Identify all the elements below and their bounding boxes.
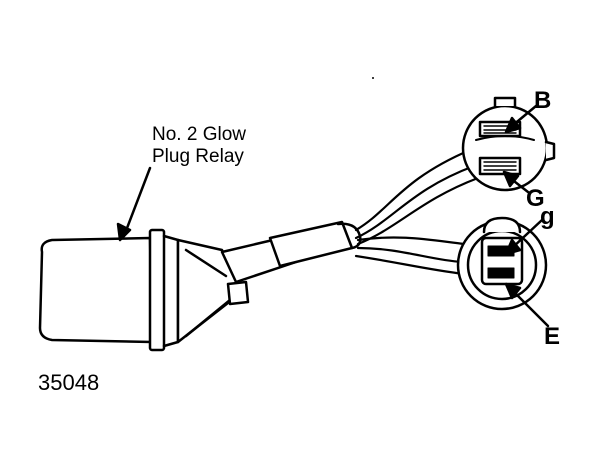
- e-arrowhead: [504, 282, 522, 300]
- terminal-e: [487, 267, 515, 279]
- e-leader-arrow: [510, 288, 550, 328]
- terminal-label-b: B: [534, 87, 552, 114]
- lower-connector: [456, 216, 548, 311]
- upper-connector: [461, 96, 556, 192]
- g-lower-leader-arrow: [510, 218, 544, 250]
- relay-title-line1: No. 2 Glow: [152, 124, 246, 145]
- g-upper-arrowhead: [502, 170, 520, 188]
- terminal-label-g-upper: G: [526, 185, 545, 212]
- terminal-label-g-lower: g: [540, 203, 555, 230]
- relay-leader-arrow: [122, 166, 152, 238]
- b-arrowhead: [504, 116, 522, 134]
- terminal-label-e: E: [544, 323, 561, 350]
- relay-arrowhead: [116, 222, 132, 242]
- wires-upper-connector: [354, 148, 480, 246]
- stray-dot: [372, 77, 374, 79]
- terminal-b: [475, 120, 535, 141]
- relay-body: [38, 228, 250, 352]
- wires-lower-connector: [354, 236, 466, 276]
- leader-arrows: [116, 104, 550, 328]
- g-lower-arrowhead: [504, 238, 522, 256]
- terminal-g-upper: [478, 156, 522, 176]
- figure-number: 35048: [38, 370, 100, 395]
- relay-title-line2: Plug Relay: [152, 146, 244, 167]
- cable-sleeve: [220, 220, 362, 284]
